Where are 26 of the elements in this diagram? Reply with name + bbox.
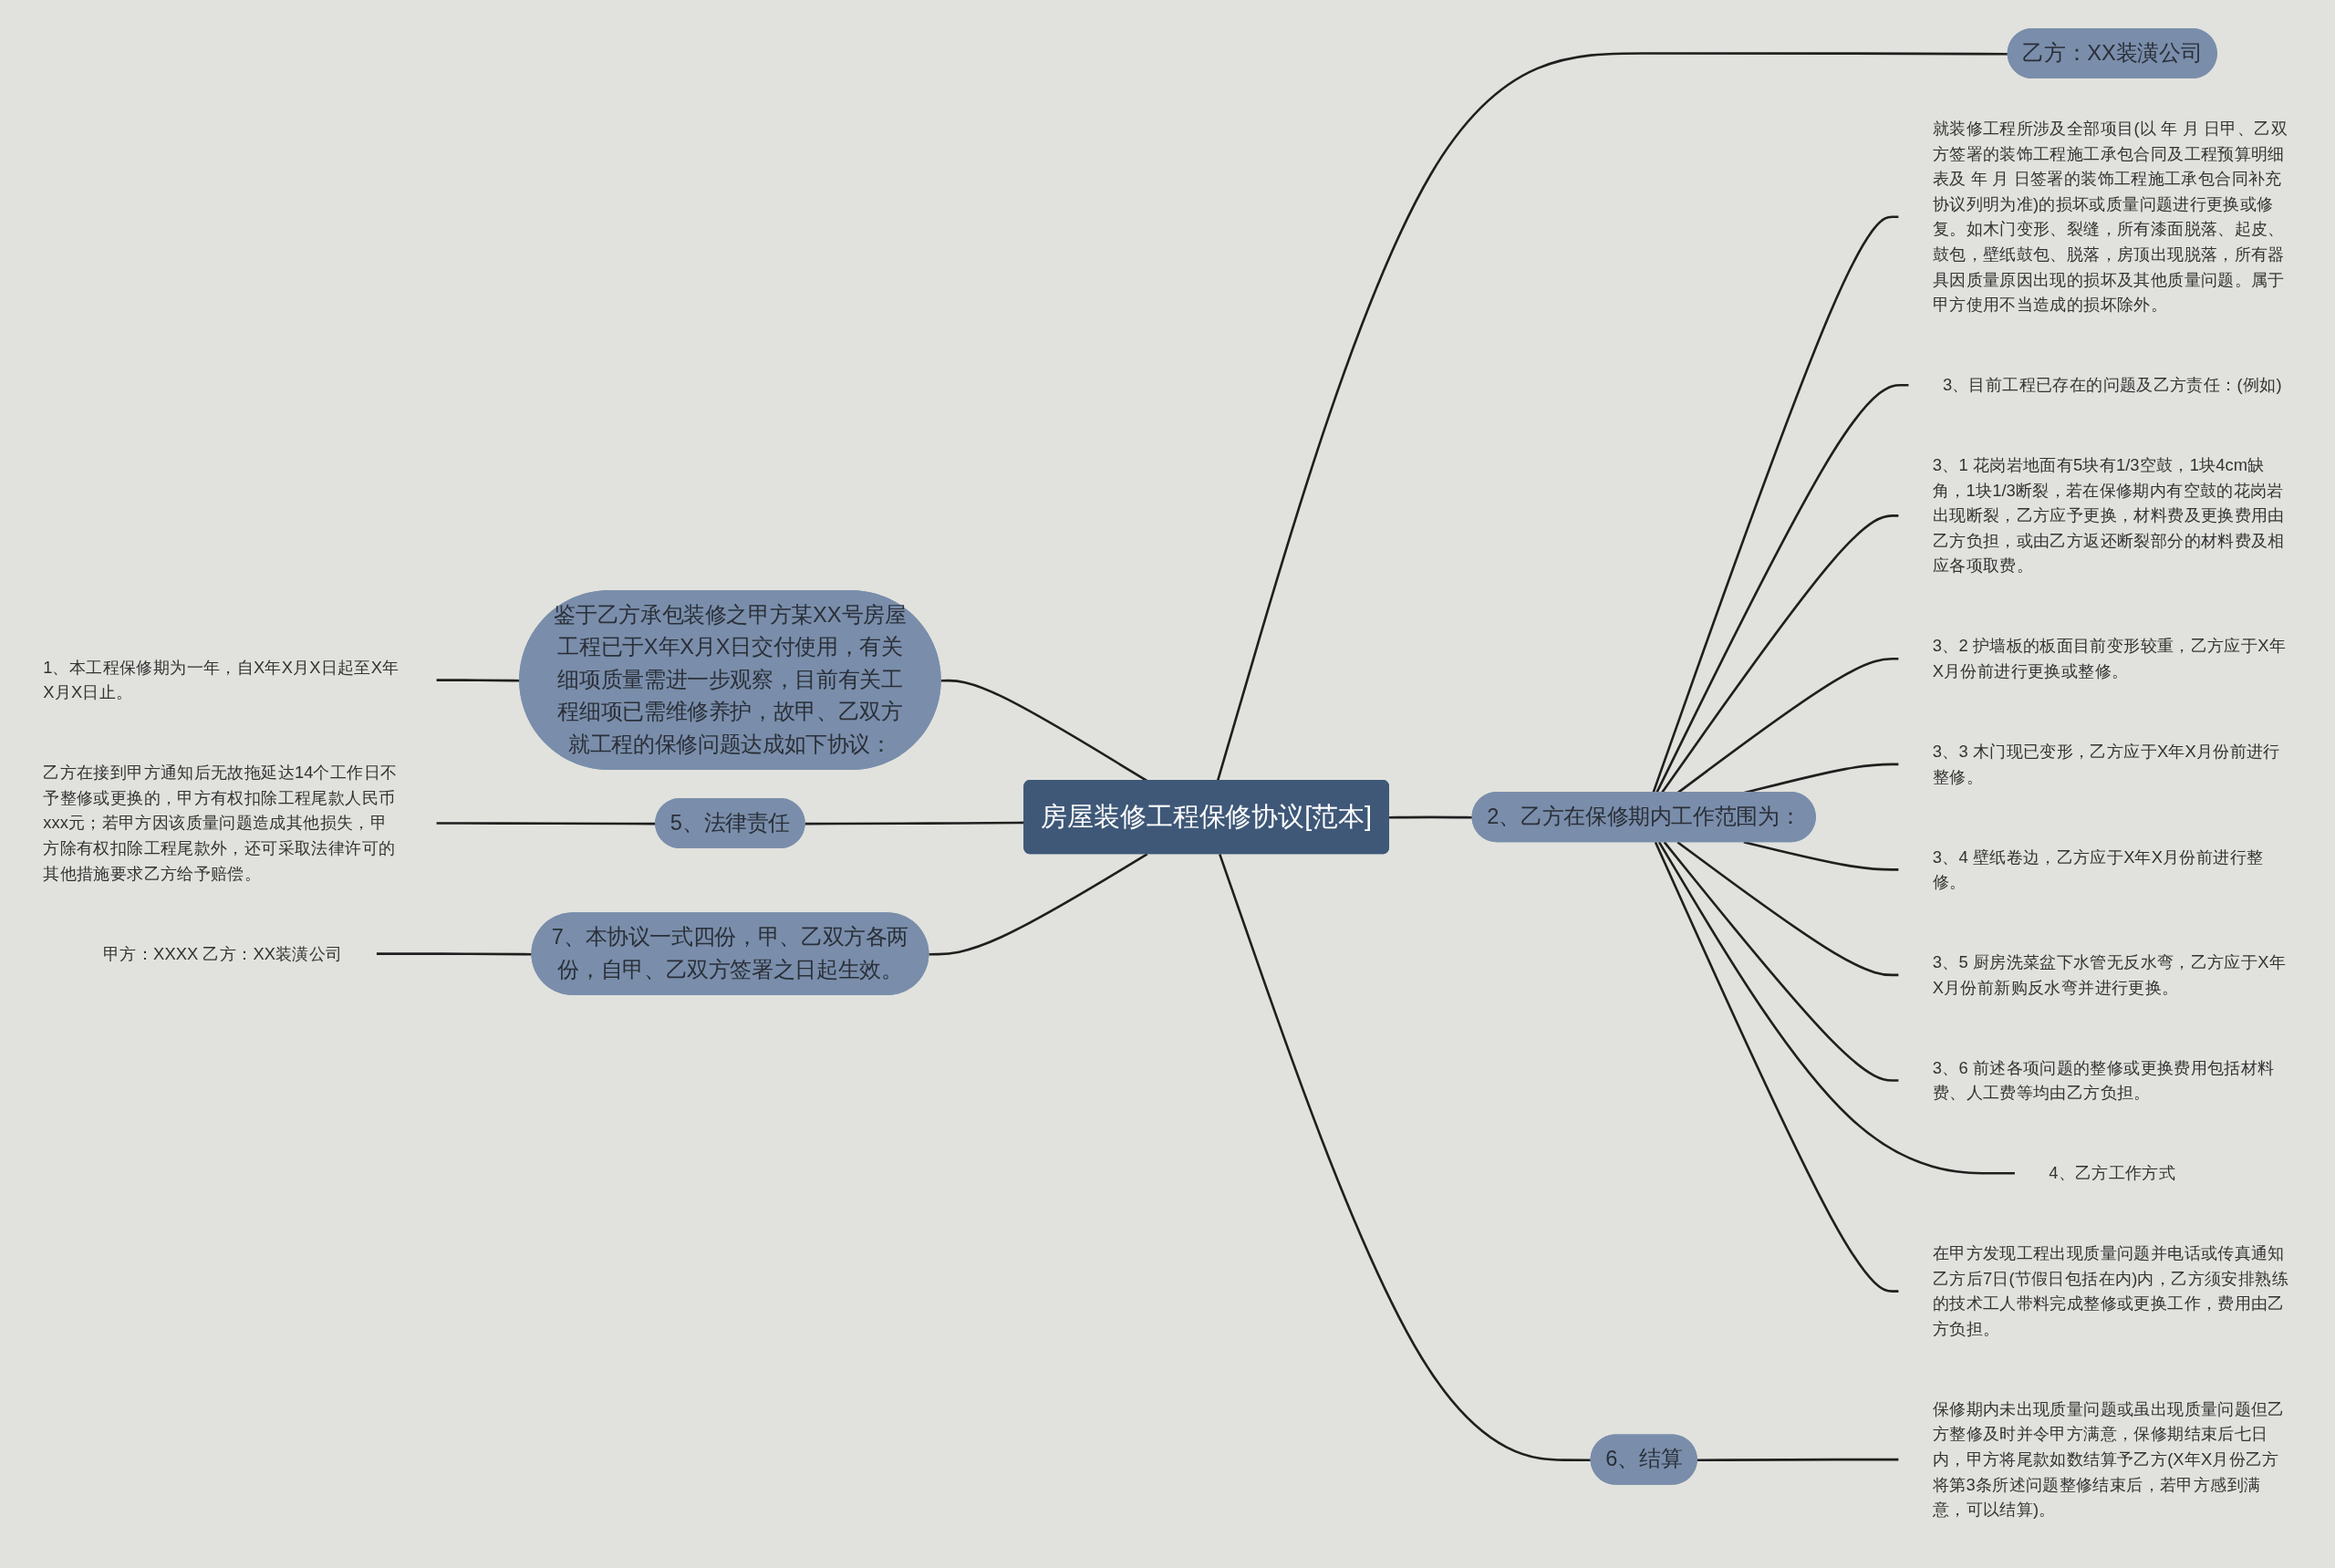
node-text: 保修期内未出现质量问题或虽出现质量问题但乙方整修及时并令甲方满意，保修期结束后七日内，甲方将尾款如数结算予乙方(X年X月份乙方将第3条所述问题整修结束后，若甲方感到满意，可以结算)。	[1932, 1398, 2285, 1520]
node-text: 3、6 前述各项问题的整修或更换费用包括材料费、人工费等均由乙方负担。	[1932, 1057, 2275, 1103]
connector	[1389, 815, 1473, 819]
connector	[929, 853, 1148, 956]
node-text: 甲方：XXXX 乙方：XX装潢公司	[102, 943, 343, 963]
connector	[1655, 383, 1910, 794]
connector	[1676, 841, 1900, 977]
node-text: 3、4 壁纸卷边，乙方应于X年X月份前进行整修。	[1932, 846, 2264, 892]
node-text: 3、3 木门现已变形，乙方应于X年X月份前进行整修。	[1932, 741, 2280, 786]
node-text: 3、5 厨房洗菜盆下水管无反水弯，乙方应于X年X月份前新购反水弯并进行更换。	[1932, 951, 2286, 997]
connector	[1657, 841, 2016, 1175]
connector	[1663, 841, 1900, 1082]
connector	[1652, 215, 1900, 794]
connector	[1743, 840, 1900, 871]
node-text: 乙方在接到甲方通知后无故拖延达14个工作日不予整修或更换的，甲方有权扣除工程尾款人民币xxx元；若甲方因该质量问题造成其他损失，甲方除有权扣除工程尾款外，还可采取法律许可的其他措施要求乙方给予赔偿。	[43, 763, 398, 883]
node-text: 3、1 花岗岩地面有5块有1/3空鼓，1块4cm缺角，1块1/3断裂，若在保修期内有空鼓的花岗岩出现断裂，乙方应予更换，材料费及更换费用由乙方负担，或由乙方返还断裂部分的材料费及相应各项取费。	[1932, 455, 2285, 576]
node-text: 就装修工程所涉及全部项目(以 年 月 日甲、乙双方签署的装饰工程施工承包合同及工程预算明细表及 年 月 日签署的装饰工程施工承包合同补充协议列明为准)的损坏或质量问题进行更换或修复。如木门变形、裂缝，所有漆面脱落、起皮、鼓包，壁纸鼓包、脱落，房顶出现脱落，所有器具因质量原因出现的损坏及其他质量问题。属于甲方使用不当造成的损坏除外。	[1932, 119, 2288, 315]
node-text: 3、2 护墙板的板面目前变形较重，乙方应于X年X月份前进行更换或整修。	[1932, 636, 2286, 680]
node-text: 3、目前工程已存在的问题及乙方责任：(例如)	[1942, 375, 2282, 395]
connector	[376, 952, 533, 956]
connector	[1219, 853, 1592, 1462]
node-text: 4、乙方工作方式	[2049, 1163, 2176, 1183]
node-text: 在甲方发现工程出现质量问题并电话或传真通知乙方后7日(节假日包括在内)内，乙方须安排熟练的技术工人带料完成整修或更换工作，费用由乙方负担。	[1932, 1243, 2288, 1338]
connector	[1654, 841, 1900, 1293]
node-text: 1、本工程保修期为一年，自X年X月X日起至X年X月X日止。	[43, 657, 400, 702]
connector	[1697, 1458, 1900, 1462]
